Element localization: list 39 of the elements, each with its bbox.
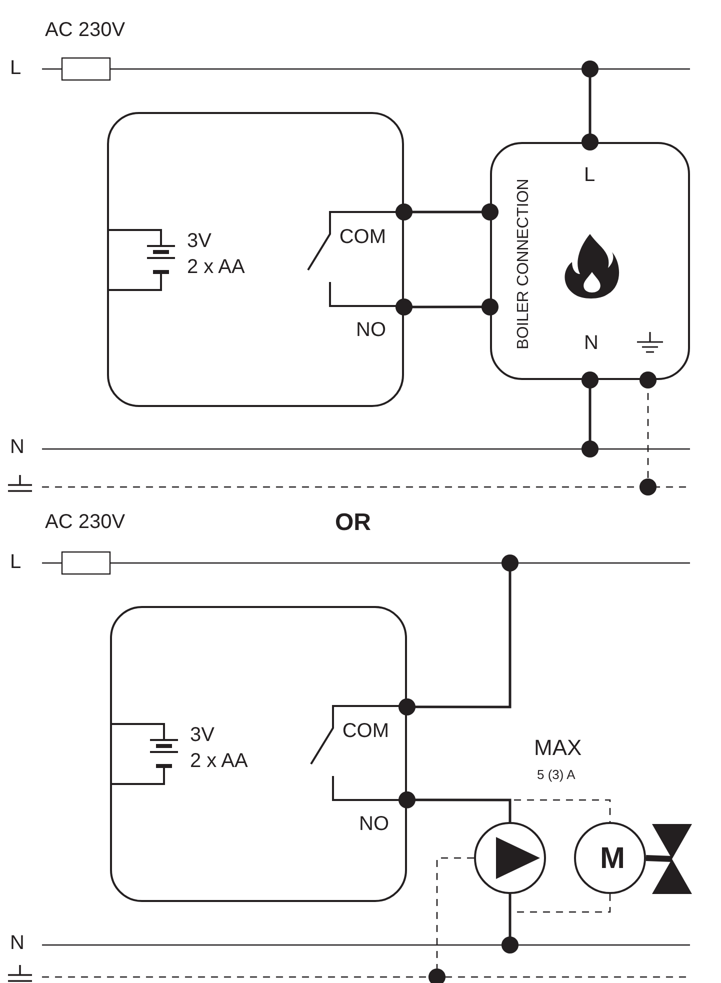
terminal-label: COM [339,226,386,248]
line-label: L [10,551,22,573]
valve-symbol [652,824,692,894]
terminal-label: L [584,164,596,186]
wire [398,554,519,716]
box-title: BOILER CONNECTION [514,178,533,352]
terminal-label: N [584,332,598,354]
pump-symbol [474,822,546,894]
wire [639,371,657,496]
battery-label: 2 x AA [187,256,245,278]
wire [581,371,599,458]
line-label: L [10,57,22,79]
battery-label: 2 x AA [190,750,248,772]
wire [428,857,474,983]
terminal-label: NO [359,813,389,835]
voltage-label: AC 230V [45,511,126,533]
motor-label: M [600,842,625,875]
terminal-label: NO [356,319,386,341]
boiler-box [490,142,690,380]
alternative-label: OR [335,510,371,536]
thermostat-box [110,606,407,902]
motor-symbol [574,822,646,894]
wire [395,298,499,316]
terminal-label: COM [342,720,389,742]
line-label: N [10,932,24,954]
max-current-label: MAX [534,736,582,760]
current-rating-label: 5 (3) A [537,768,576,782]
wire [501,894,519,954]
thermostat-box [107,112,404,407]
wire [509,799,611,822]
voltage-label: 3V [190,724,214,746]
line-label: N [10,436,24,458]
valve-linkage [646,855,672,862]
wire [395,203,499,221]
wire [509,894,611,913]
voltage-label: 3V [187,230,212,252]
wire [581,60,599,151]
voltage-label: AC 230V [45,19,126,41]
wire [398,791,512,822]
